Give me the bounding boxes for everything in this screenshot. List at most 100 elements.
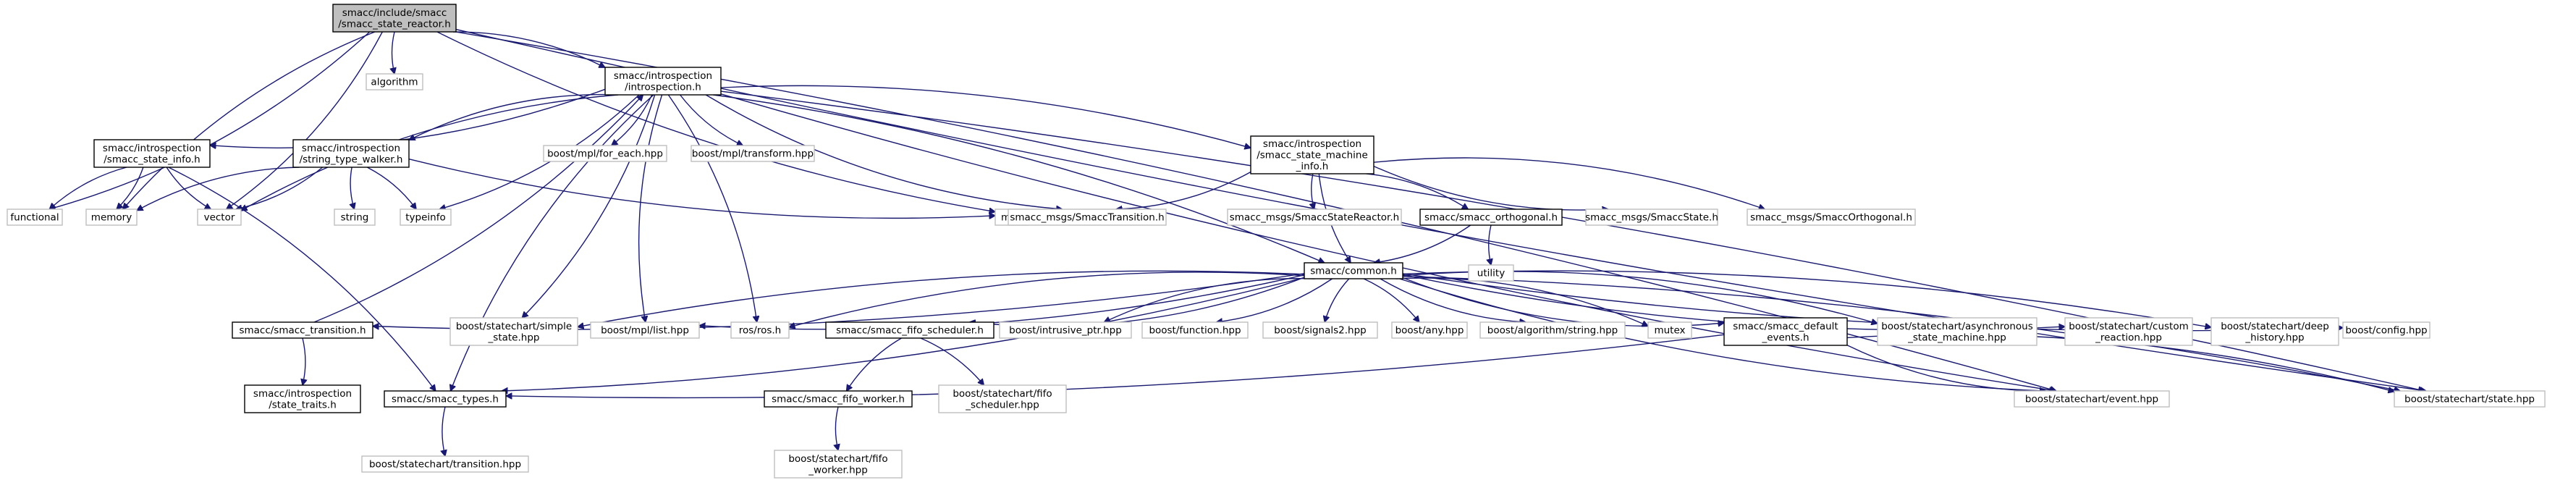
edge-orthogonal-to-utility: [1489, 224, 1491, 265]
node-state_traits[interactable]: smacc/introspection/state_traits.h: [244, 384, 361, 413]
node-intrusive_ptr: boost/intrusive_ptr.hpp: [999, 321, 1132, 339]
node-config: boost/config.hpp: [2342, 321, 2431, 339]
node-label: /string_type_walker.h: [300, 153, 403, 165]
node-fifo_worker[interactable]: smacc/smacc_fifo_worker.h: [764, 390, 913, 408]
node-box: [1250, 135, 1374, 174]
node-box: [361, 455, 529, 473]
edge-string_type_walker-to-typeinfo: [366, 167, 416, 209]
edge-string_type_walker-to-map: [408, 159, 995, 219]
edge-string_type_walker-to-vector: [236, 167, 324, 209]
node-msg_orthogonal: smacc_msgs/SmaccOrthogonal.h: [1747, 209, 1916, 226]
edge-default_events-to-smacc_types: [506, 334, 1725, 397]
node-string: string: [334, 209, 376, 226]
node-box: [1747, 209, 1916, 226]
node-algorithm: algorithm: [366, 73, 423, 90]
edge-smacc_transition-to-state_traits: [303, 337, 305, 385]
node-smacc_types[interactable]: smacc/smacc_types.h: [384, 390, 507, 408]
node-string_type_walker[interactable]: smacc/introspection/string_type_walker.h: [292, 139, 410, 168]
node-simple_state: boost/statechart/simple_state.hpp: [449, 317, 578, 346]
node-orthogonal[interactable]: smacc/smacc_orthogonal.h: [1419, 209, 1563, 226]
node-label: _info.h: [1296, 161, 1329, 172]
node-box: [691, 145, 815, 162]
node-box: [1479, 321, 1626, 339]
node-box: [292, 139, 410, 168]
node-sc_transition: boost/statechart/transition.hpp: [361, 455, 529, 473]
edge-common-to-ros: [789, 271, 1305, 327]
edge-common-to-deep_history: [1402, 270, 2211, 327]
edge-introspection-to-mpl_list: [638, 94, 663, 322]
edge-common-to-fifo_scheduler: [969, 277, 1305, 327]
node-box: [590, 321, 700, 339]
node-box: [999, 321, 1132, 339]
node-alg_string: boost/algorithm/string.hpp: [1479, 321, 1626, 339]
node-label: smacc/introspection: [614, 70, 712, 82]
node-mpl_list: boost/mpl/list.hpp: [590, 321, 700, 339]
node-label: smacc/common.h: [1310, 266, 1397, 277]
edge-root-to-map: [436, 31, 995, 212]
node-smacc_transition[interactable]: smacc/smacc_transition.h: [232, 321, 373, 339]
node-box: [232, 321, 373, 339]
node-function: boost/function.hpp: [1141, 321, 1249, 339]
edge-introspection-to-state_machine_info: [720, 85, 1251, 148]
node-box: [2064, 317, 2193, 346]
node-label: string: [341, 212, 369, 224]
node-state_info[interactable]: smacc/introspection/smacc_state_info.h: [93, 139, 211, 168]
node-label: _history.hpp: [2245, 332, 2304, 343]
node-mpl_transform: boost/mpl/transform.hpp: [691, 145, 815, 162]
nodes-layer: smacc/include/smacc/smacc_state_reactor.…: [7, 4, 2546, 479]
node-default_events[interactable]: smacc/smacc_default_events.h: [1723, 317, 1848, 346]
node-label: boost/statechart/transition.hpp: [369, 459, 521, 471]
node-label: smacc_msgs/SmaccStateReactor.h: [1230, 212, 1399, 224]
node-functional: functional: [7, 209, 63, 226]
node-label: boost/statechart/asynchronous: [1881, 321, 2033, 332]
node-box: [2394, 390, 2546, 408]
node-label: smacc_msgs/SmaccState.h: [1585, 212, 1718, 224]
edge-state_machine_info-to-msg_transition: [1116, 171, 1251, 210]
edge-root-to-vector: [227, 31, 383, 209]
node-box: [93, 139, 211, 168]
edge-root-to-algorithm: [392, 31, 395, 74]
node-label: vector: [204, 212, 235, 224]
node-memory: memory: [85, 209, 138, 226]
node-label: utility: [1477, 268, 1505, 279]
node-label: boost/intrusive_ptr.hpp: [1009, 325, 1122, 337]
node-box: [1647, 321, 1692, 339]
node-common[interactable]: smacc/common.h: [1304, 262, 1403, 279]
edge-introspection-to-simple_state: [522, 94, 656, 318]
node-label: smacc/smacc_fifo_worker.h: [772, 394, 905, 405]
node-label: boost/any.hpp: [1395, 325, 1464, 337]
edge-common-to-intrusive_ptr: [1104, 277, 1315, 322]
node-box: [1419, 209, 1563, 226]
node-label: smacc/introspection: [253, 388, 352, 400]
node-box: [1723, 317, 1848, 346]
edge-common-to-alg_string: [1380, 278, 1526, 322]
node-label: /state_traits.h: [269, 399, 337, 410]
node-box: [2210, 317, 2339, 346]
node-label: boost/statechart/deep: [2221, 321, 2329, 332]
edge-root-to-functional: [49, 31, 371, 209]
node-label: /smacc_state_info.h: [104, 153, 200, 165]
node-label: typeinfo: [405, 212, 445, 224]
edge-introspection-to-vector: [241, 94, 619, 211]
node-label: smacc/introspection: [103, 143, 201, 154]
edge-root-to-introspection: [452, 31, 605, 67]
node-box: [2342, 321, 2431, 339]
node-state_machine_info[interactable]: smacc/introspection/smacc_state_machine_…: [1250, 135, 1374, 174]
node-label: smacc/introspection: [1263, 138, 1361, 150]
node-root[interactable]: smacc/include/smacc/smacc_state_reactor.…: [332, 4, 457, 33]
node-typeinfo: typeinfo: [400, 209, 452, 226]
node-introspection[interactable]: smacc/introspection/introspection.h: [604, 67, 722, 96]
node-fifo_scheduler[interactable]: smacc/smacc_fifo_scheduler.h: [825, 321, 994, 339]
node-box: [543, 145, 667, 162]
node-signals2: boost/signals2.hpp: [1262, 321, 1378, 339]
node-label: boost/signals2.hpp: [1274, 325, 1367, 337]
node-box: [244, 384, 361, 413]
edge-introspection-to-string_type_walker: [409, 93, 606, 140]
node-label: boost/mpl/transform.hpp: [692, 148, 814, 160]
edge-introspection-to-typeinfo: [439, 94, 640, 209]
edge-state_machine_info-to-msg_state: [1373, 165, 1608, 210]
node-label: _state.hpp: [488, 332, 540, 343]
edge-common-to-simple_state: [578, 270, 1305, 327]
node-box: [1585, 209, 1718, 226]
edge-introspection-to-msg_transition: [705, 94, 1062, 209]
